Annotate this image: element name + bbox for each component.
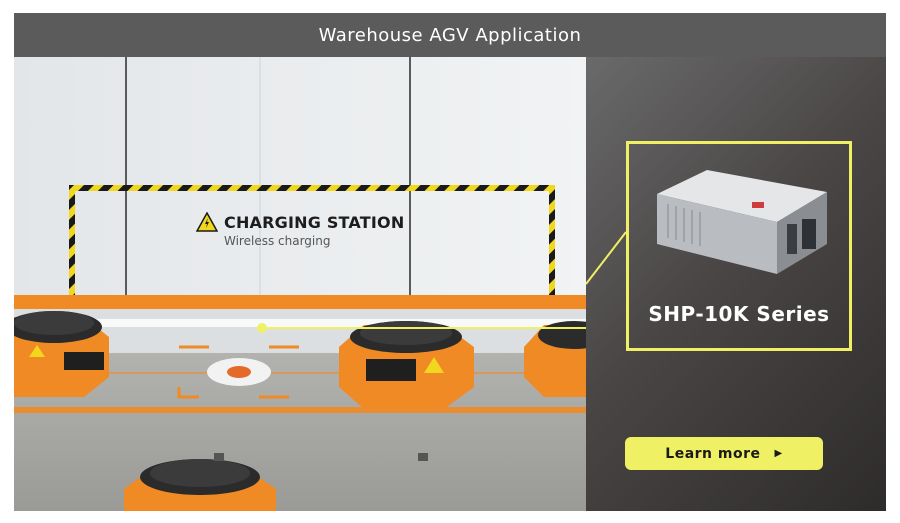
learn-more-button[interactable]: Learn more ▶ bbox=[625, 437, 823, 470]
play-arrow-icon: ▶ bbox=[774, 448, 783, 459]
product-panel: SHP-10K Series Learn more ▶ bbox=[586, 57, 886, 511]
power-supply-image bbox=[657, 170, 827, 274]
product-card[interactable]: SHP-10K Series bbox=[626, 141, 852, 351]
connector-line bbox=[586, 231, 627, 285]
station-title: CHARGING STATION bbox=[224, 212, 405, 232]
station-subtitle: Wireless charging bbox=[224, 234, 331, 248]
banner: Warehouse AGV Application bbox=[14, 13, 886, 511]
banner-title: Warehouse AGV Application bbox=[14, 13, 886, 57]
agv-scene-illustration: CHARGING STATION Wireless charging bbox=[14, 57, 586, 511]
learn-more-label: Learn more bbox=[665, 445, 761, 462]
product-name: SHP-10K Series bbox=[648, 302, 830, 326]
charging-station-sign: CHARGING STATION Wireless charging bbox=[196, 212, 404, 248]
warning-triangle-icon bbox=[196, 212, 218, 232]
